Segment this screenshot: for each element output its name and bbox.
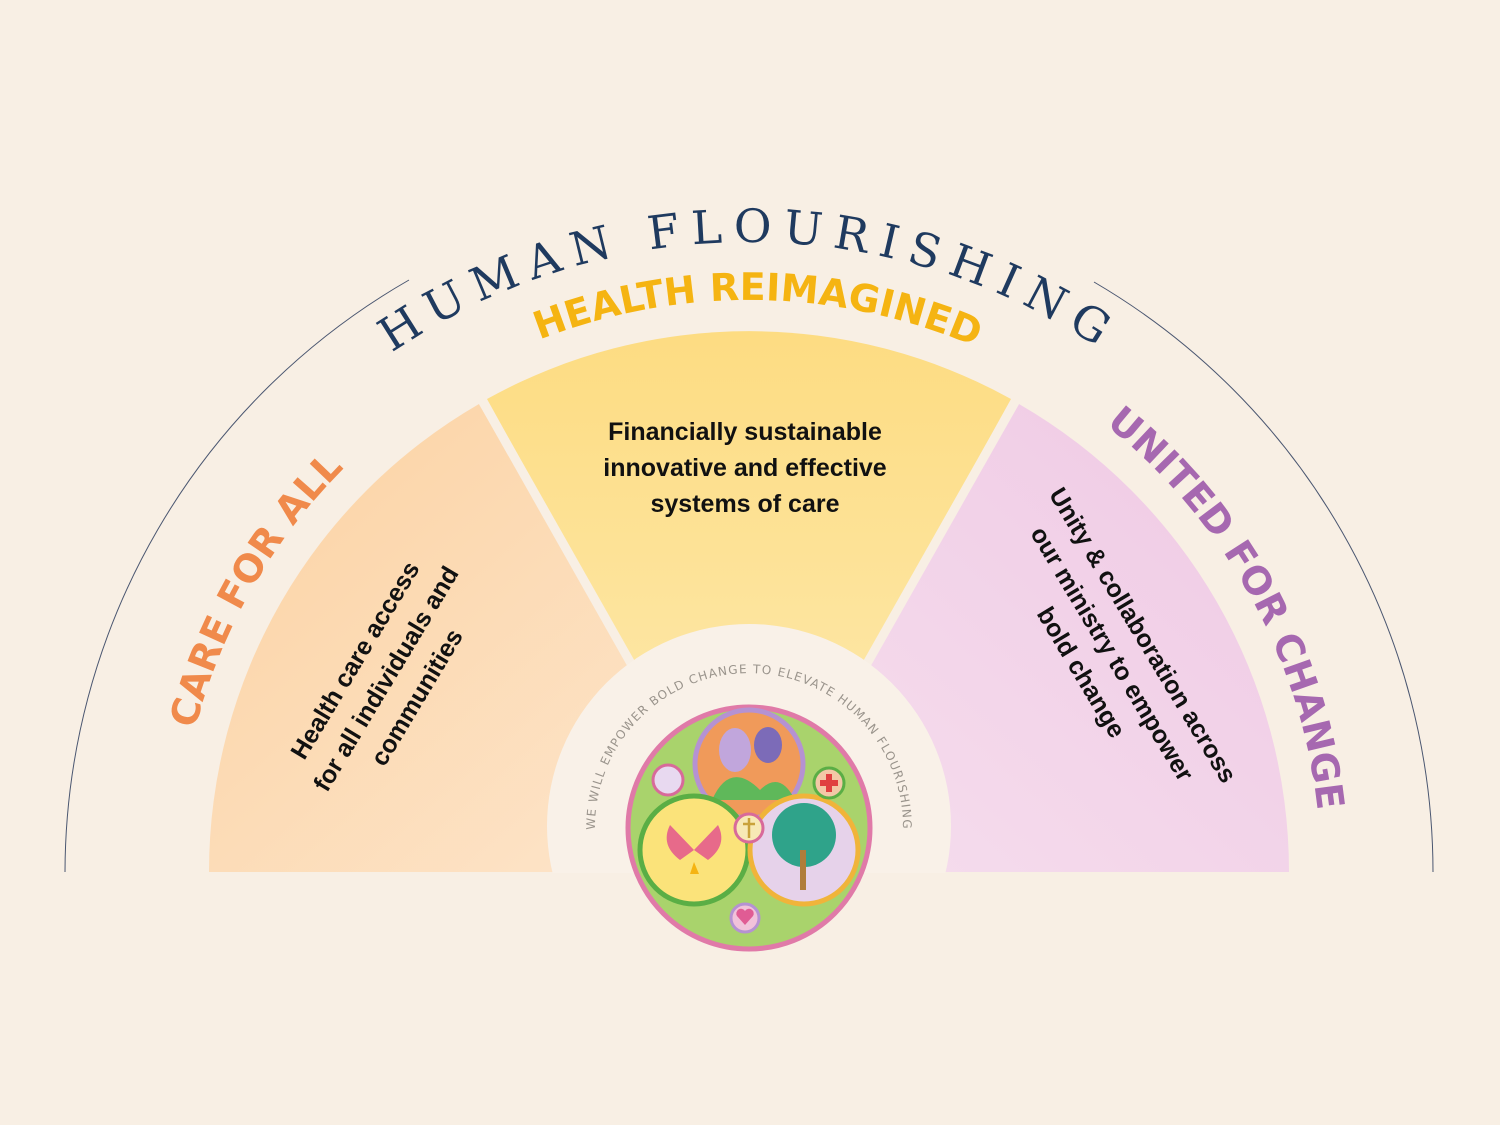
- outer-arc-line-right: [1093, 281, 1434, 873]
- description-line: innovative and effective: [603, 454, 887, 482]
- description-line: systems of care: [650, 490, 839, 518]
- description-line: Financially sustainable: [608, 418, 882, 446]
- outer-arc-line-left: [64, 279, 410, 873]
- wedge-health-reimagined: [487, 331, 1011, 872]
- pillar-description-health-reimagined: Financially sustainable innovative and e…: [603, 418, 887, 518]
- stained-glass-medallion: [625, 704, 873, 952]
